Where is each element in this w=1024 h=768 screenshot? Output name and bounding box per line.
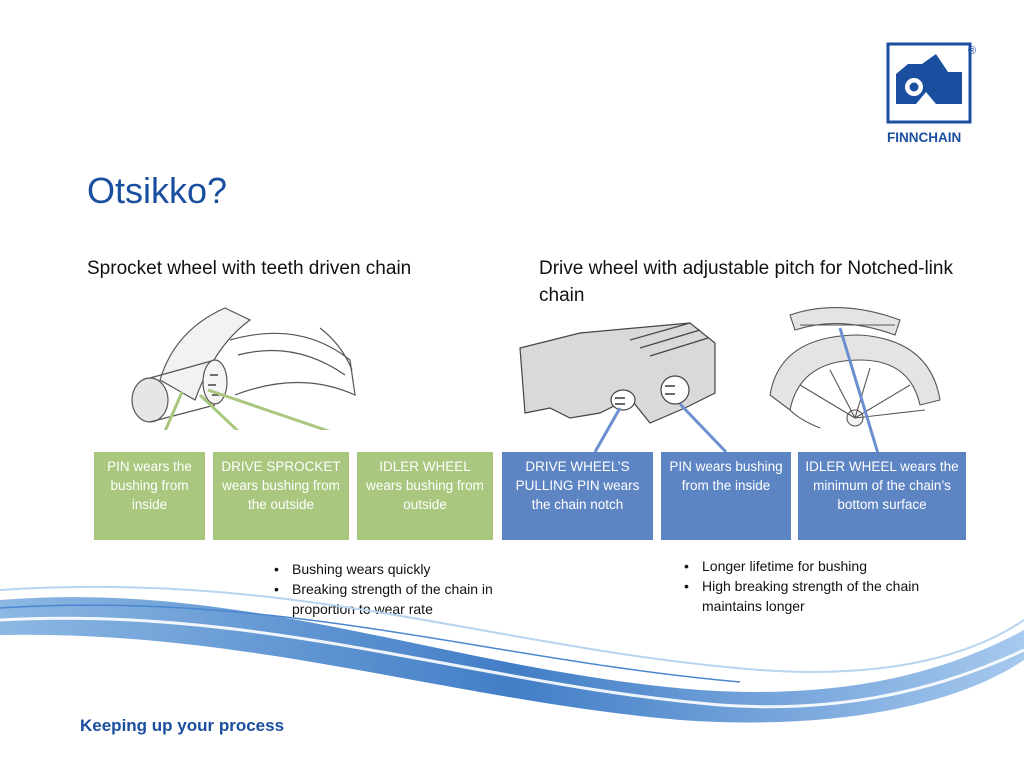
page-title: Otsikko?	[87, 170, 228, 211]
sprocket-chain-illustration	[131, 307, 356, 430]
left-subtitle: Sprocket wheel with teeth driven chain	[87, 258, 412, 279]
box-idler-wheel-outside: IDLER WHEEL wears bushing from outside	[357, 452, 493, 540]
box-pin-wears-bushing-inside: PIN wears the bushing from inside	[94, 452, 205, 540]
registered-mark: ®	[968, 45, 976, 57]
notched-link-illustration	[519, 322, 728, 452]
finnchain-logo: FINNCHAIN ®	[886, 42, 976, 145]
list-item: Longer lifetime for bushing	[676, 556, 976, 576]
footer-tagline: Keeping up your process	[80, 716, 285, 735]
right-bullet-list: Longer lifetime for bushing High breakin…	[676, 556, 976, 616]
list-item: Bushing wears quickly	[266, 559, 526, 579]
logo-wordmark: FINNCHAIN	[887, 130, 961, 145]
list-item: High breaking strength of the chain main…	[676, 576, 976, 616]
box-idler-wheel-minimum: IDLER WHEEL wears the minimum of the cha…	[798, 452, 966, 540]
box-drive-wheel-pulling-pin: DRIVE WHEEL’S PULLING PIN wears the chai…	[502, 452, 653, 540]
box-pin-wears-bushing-inside-right: PIN wears bushing from the inside	[661, 452, 791, 540]
footer-wave-decoration	[0, 585, 1024, 768]
right-subtitle: Drive wheel with adjustable pitch for No…	[539, 258, 953, 306]
drive-wheel-illustration	[769, 307, 941, 460]
box-drive-sprocket: DRIVE SPROCKET wears bushing from the ou…	[213, 452, 349, 540]
